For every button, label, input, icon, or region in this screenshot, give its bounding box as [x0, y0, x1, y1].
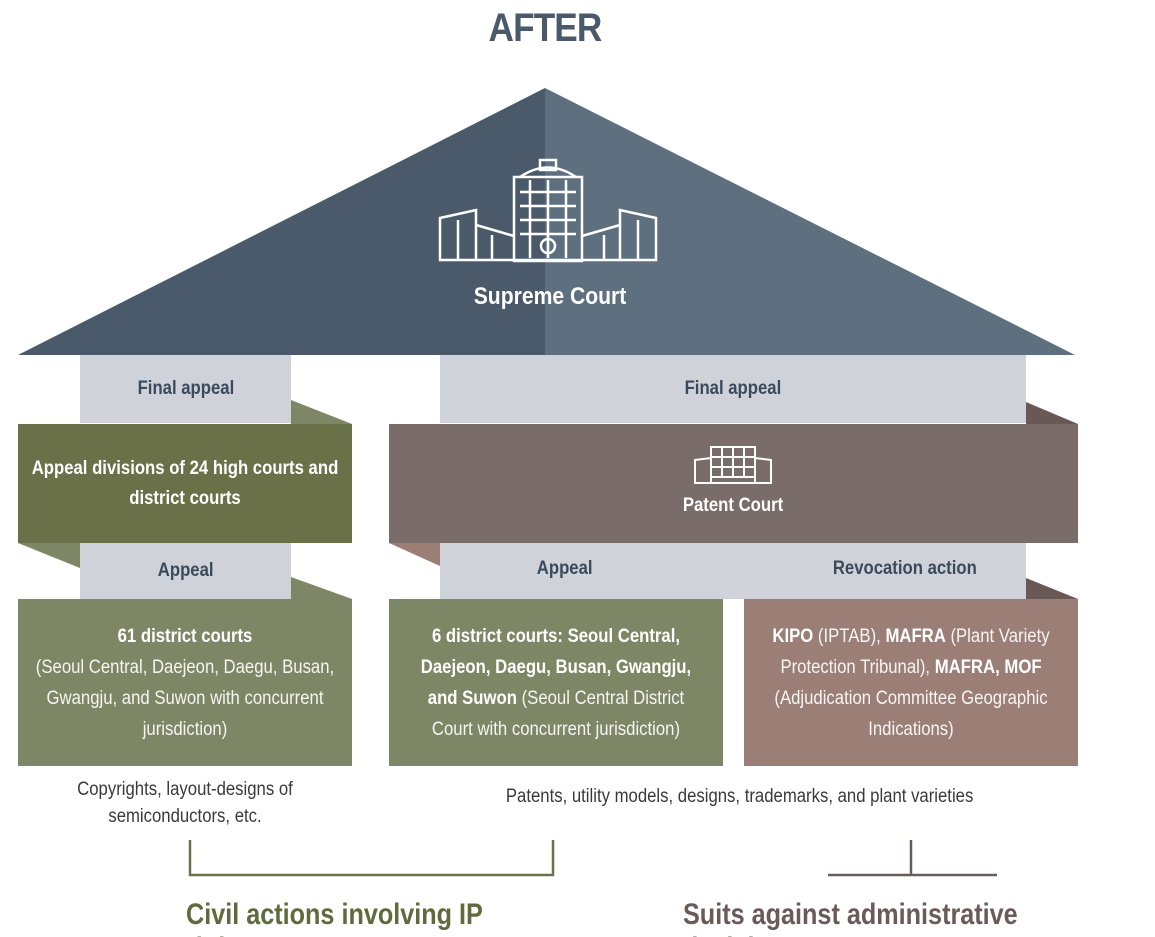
- left-district-title: 61 district courts: [117, 625, 253, 647]
- left-fold-2: [18, 543, 80, 568]
- revocation-label: Revocation action: [832, 558, 978, 579]
- admin-suits-footer: Suits against administrative decisions: [683, 898, 1018, 937]
- right-fold-3: [1026, 578, 1078, 599]
- left-district-text: 61 district courts (Seoul Central, Daeje…: [18, 599, 352, 766]
- agency-box: [744, 599, 1078, 766]
- mafra-detail: (Plant Variety Protection Tribunal),: [780, 625, 1050, 678]
- roof-right: [545, 88, 1075, 355]
- high-courts-box: Appeal divisions of 24 high courts and d…: [18, 424, 352, 543]
- left-appeal-label: Appeal: [157, 560, 214, 581]
- supreme-court-label: Supreme Court: [473, 283, 627, 310]
- page-title: AFTER: [488, 6, 603, 50]
- right-fold-1: [1026, 402, 1078, 424]
- kipo-detail: (IPTAB),: [817, 625, 881, 647]
- left-high-court-box: [18, 424, 352, 543]
- left-district-box: [18, 599, 352, 766]
- mof-detail: (Adjudication Committee Geographic Indic…: [774, 687, 1048, 740]
- right-band-appeal: [440, 543, 1026, 599]
- right-caption: Patents, utility models, designs, tradem…: [506, 786, 974, 807]
- left-final-appeal-label: Final appeal: [137, 378, 234, 399]
- right-district-text: 6 district courts: Seoul Central, Daejeo…: [389, 599, 723, 766]
- high-courts-label: Appeal divisions of 24 high courts and d…: [31, 457, 339, 509]
- mafra-label: MAFRA: [885, 625, 946, 647]
- right-appeal-label: Appeal: [537, 558, 593, 579]
- patent-court-label: Patent Court: [682, 495, 784, 516]
- kipo-label: KIPO: [772, 625, 814, 647]
- left-district-detail: (Seoul Central, Daejeon, Daegu, Busan, G…: [35, 656, 335, 740]
- roof-left: [18, 88, 545, 355]
- mof-label: MOF: [1004, 656, 1042, 678]
- right-final-appeal-label: Final appeal: [684, 378, 782, 399]
- right-district-bold: 6 district courts: Seoul Central, Daejeo…: [420, 625, 692, 709]
- civil-actions-footer: Civil actions involving IP rights: [186, 898, 483, 937]
- right-district-box: [389, 599, 723, 766]
- left-caption: Copyrights, layout-designs of semiconduc…: [77, 779, 293, 827]
- agency-text: KIPO (IPTAB), MAFRA (Plant Variety Prote…: [744, 599, 1078, 766]
- patent-court-building-icon: [694, 446, 772, 484]
- admin-bracket: [828, 840, 997, 877]
- mafra2-label: MAFRA,: [934, 656, 1000, 678]
- civil-bracket: [188, 840, 555, 877]
- right-fold-2: [389, 543, 440, 566]
- supreme-court-building-icon: [438, 158, 658, 263]
- left-fold-3: [291, 577, 352, 599]
- right-district-detail: (Seoul Central District Court with concu…: [431, 687, 685, 740]
- left-band-final: [80, 355, 291, 423]
- left-fold-1: [291, 400, 352, 424]
- left-band-appeal: [80, 543, 291, 599]
- right-band-final: [440, 355, 1026, 423]
